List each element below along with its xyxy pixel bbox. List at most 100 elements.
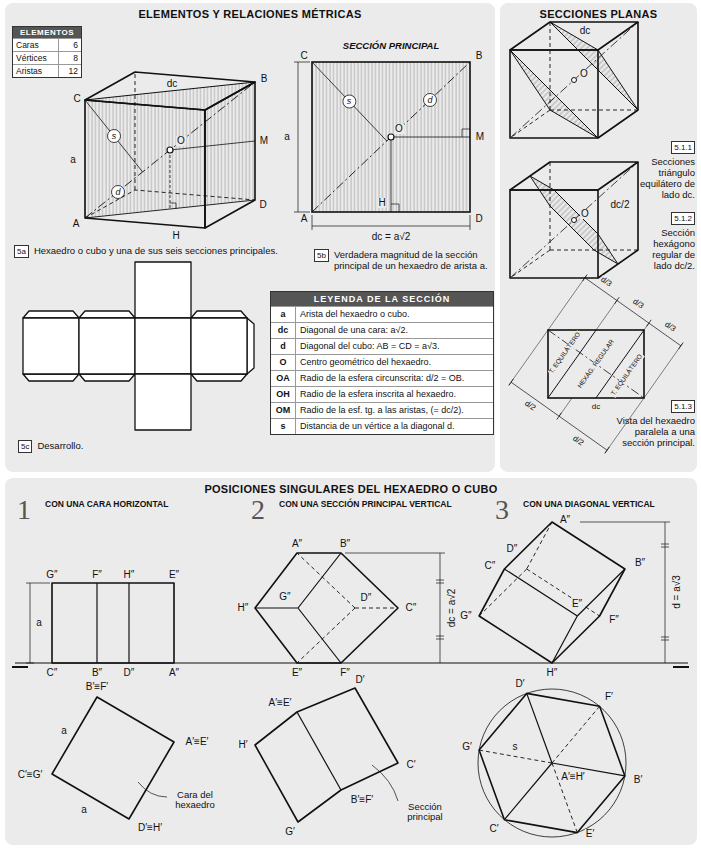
vertex-label: O bbox=[580, 209, 590, 219]
vertex-label: A bbox=[72, 219, 81, 229]
vertex-label: a bbox=[60, 726, 68, 736]
vertex-label: O bbox=[394, 124, 404, 134]
table-cell: 6 bbox=[58, 39, 81, 51]
table-row: dDiagonal del cubo: AB = CD = a√3. bbox=[271, 338, 493, 354]
caption: Hexaedro o cubo y una de sus seis seccio… bbox=[34, 245, 278, 256]
table-row: Vértices8 bbox=[13, 51, 81, 64]
table-row: OCentro geométrico del hexaedro. bbox=[271, 354, 493, 370]
table-row: dcDiagonal de una cara: a√2. bbox=[271, 322, 493, 338]
legend-symbol: OH bbox=[271, 387, 296, 402]
table-cell: 8 bbox=[58, 52, 81, 64]
callout-number: 5.1.1 bbox=[671, 141, 695, 154]
position-number: 3 bbox=[494, 496, 510, 524]
caption: Vista del hexaedro paralela a una secció… bbox=[613, 415, 695, 448]
vertex-label: a bbox=[35, 618, 43, 628]
panel-title: POSICIONES SINGULARES DEL HEXAEDRO O CUB… bbox=[5, 483, 697, 495]
vertex-label: a bbox=[283, 132, 291, 142]
vertex-label: B bbox=[260, 74, 269, 84]
dimension-label: d/3 bbox=[598, 275, 613, 289]
vertex-label: a bbox=[80, 805, 88, 815]
vertex-label: D′ bbox=[354, 675, 365, 685]
vertex-label: a bbox=[69, 155, 77, 165]
vertex-label: d = a√3 bbox=[672, 574, 682, 610]
caption: Verdadera magnitud de la sección princip… bbox=[334, 249, 492, 271]
callout-number: 5.1.3 bbox=[671, 400, 695, 413]
panel: POSICIONES SINGULARES DEL HEXAEDRO O CUB… bbox=[5, 478, 697, 845]
caption: Secciones triángulo equilátero de lado d… bbox=[636, 156, 695, 200]
table-row: Caras6 bbox=[13, 38, 81, 51]
circled-letter: s bbox=[346, 97, 353, 106]
panel-title: ELEMENTOS Y RELACIONES MÉTRICAS bbox=[5, 8, 495, 20]
vertex-label: G″ bbox=[45, 570, 58, 580]
cube-5-1-2 bbox=[510, 162, 638, 278]
callout-text: Cara del hexaedro bbox=[167, 790, 223, 811]
caption: Desarrollo. bbox=[37, 440, 83, 451]
circled-letter: d bbox=[114, 188, 121, 197]
vertex-label: H″ bbox=[546, 668, 559, 678]
vertex-label: B′≡F′ bbox=[85, 682, 109, 692]
table-row: Aristas12 bbox=[13, 64, 81, 77]
panel-grounds bbox=[5, 3, 697, 845]
vertex-label: B′ bbox=[633, 775, 644, 785]
figure-caption: 5cDesarrollo. bbox=[18, 440, 168, 453]
vertex-label: A′≡H′ bbox=[560, 772, 585, 782]
vertex-label: dc/2 bbox=[610, 200, 631, 210]
circled-letter: s bbox=[111, 132, 118, 141]
vertex-label: A bbox=[300, 214, 309, 224]
vertex-label: C′≡G′ bbox=[17, 770, 44, 780]
dimension-label: d/2 bbox=[522, 399, 537, 413]
figure-caption: 5a Hexaedro o cubo y una de sus seis secc… bbox=[14, 245, 314, 258]
legend-text: Centro geométrico del hexaedro. bbox=[296, 355, 493, 370]
vertex-label: B″ bbox=[634, 558, 646, 568]
callout-number: 5a bbox=[14, 245, 29, 258]
callout-text: Sección principal bbox=[393, 802, 457, 823]
panel-ground bbox=[5, 478, 697, 845]
vertex-label: dc = a√2 bbox=[371, 232, 412, 242]
callout-number: 5b bbox=[314, 249, 329, 262]
position-subtitle: CON UNA DIAGONAL VERTICAL bbox=[522, 500, 656, 509]
vertex-label: F″ bbox=[339, 668, 351, 678]
cube-5-1-1 bbox=[510, 22, 638, 138]
legend-text: Diagonal de una cara: a√2. bbox=[296, 323, 493, 338]
vertex-label: F″ bbox=[91, 570, 103, 580]
section-band-label: T. EQUILÁTERO bbox=[610, 352, 645, 397]
section-band-label: HEXÁG. REGULAR bbox=[576, 338, 616, 391]
vertex-label: B″ bbox=[91, 668, 103, 678]
legend-symbol: d bbox=[271, 339, 296, 354]
vertex-label: C″ bbox=[46, 668, 59, 678]
vertex-label: G′ bbox=[284, 827, 296, 837]
legend-symbol: OA bbox=[271, 371, 296, 386]
position-subtitle: CON UNA CARA HORIZONTAL bbox=[44, 500, 169, 509]
elements-table: ELEMENTOSCaras6Vértices8Aristas12 bbox=[12, 26, 82, 78]
vertex-label: E″ bbox=[571, 599, 583, 609]
vertex-label: D′≡H′ bbox=[137, 823, 163, 833]
table-row: aArista del hexaedro o cubo. bbox=[271, 306, 493, 322]
vertex-label: A″ bbox=[559, 515, 571, 525]
section-band-label: T. EQUILÁTERO bbox=[548, 330, 583, 375]
vertex-label: D bbox=[474, 214, 483, 224]
dimension-label: d/2 bbox=[570, 434, 585, 448]
dimension-label: d/3 bbox=[630, 297, 645, 311]
vertex-label: M bbox=[475, 132, 485, 142]
vertex-label: C′ bbox=[405, 760, 416, 770]
legend-text: Radio de la esf. tg. a las aristas, (= d… bbox=[296, 403, 493, 418]
vertex-label: dc bbox=[579, 26, 592, 36]
figure-caption: 5.1.1Secciones triángulo equilátero de l… bbox=[636, 141, 695, 200]
legend-symbol: O bbox=[271, 355, 296, 370]
panel-title: SECCIONES PLANAS bbox=[500, 8, 697, 20]
table-row: OARadio de la esfera circunscrita: d/2 =… bbox=[271, 370, 493, 386]
vertex-label: D′ bbox=[514, 679, 525, 689]
legend-text: Radio de la esfera circunscrita: d/2 = O… bbox=[296, 371, 493, 386]
position-number: 1 bbox=[16, 496, 32, 524]
legend-text: Diagonal del cubo: AB = CD = a√3. bbox=[296, 339, 493, 354]
vertex-label: A″ bbox=[291, 539, 303, 549]
vertex-label: C″ bbox=[484, 561, 497, 571]
caption: Sección hexágono regular de lado dc/2. bbox=[641, 227, 695, 271]
vertex-label: G″ bbox=[278, 592, 291, 602]
section-title: SECCIÓN PRINCIPAL bbox=[342, 41, 440, 51]
vertex-label: dc bbox=[166, 79, 179, 89]
vertex-label: G′ bbox=[461, 742, 473, 752]
legend-text: Arista del hexaedro o cubo. bbox=[296, 307, 493, 322]
vertex-label: E″ bbox=[168, 570, 180, 580]
